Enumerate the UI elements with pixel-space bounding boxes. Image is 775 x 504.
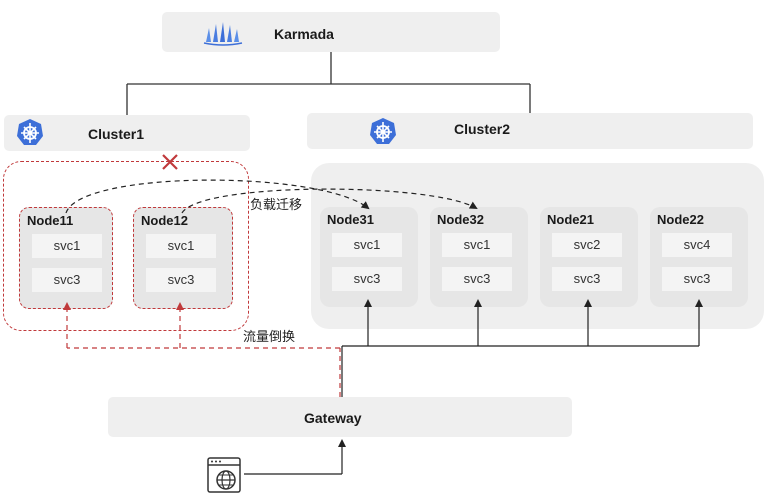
node-name: Node12 bbox=[141, 213, 188, 228]
svc-item: svc3 bbox=[332, 267, 402, 291]
migration-label: 负载迁移 bbox=[250, 197, 303, 212]
svc-item: svc4 bbox=[662, 233, 732, 257]
node-name: Node32 bbox=[437, 212, 484, 227]
node-22: Node22 svc4 svc3 bbox=[650, 207, 748, 307]
cluster2-bar: Cluster2 bbox=[307, 113, 753, 149]
node-32: Node32 svc1 svc3 bbox=[430, 207, 528, 307]
failover-label: 流量倒换 bbox=[243, 329, 296, 344]
svc-item: svc3 bbox=[662, 267, 732, 291]
svc-item: svc3 bbox=[552, 267, 622, 291]
svc-item: svc1 bbox=[146, 234, 216, 258]
gateway-bar: Gateway bbox=[108, 397, 572, 437]
node-name: Node31 bbox=[327, 212, 374, 227]
cluster1-failed-region bbox=[3, 161, 249, 331]
kubernetes-helm-icon bbox=[370, 118, 396, 144]
svc-item: svc3 bbox=[442, 267, 512, 291]
karmada-label: Karmada bbox=[274, 26, 334, 42]
node-31: Node31 svc1 svc3 bbox=[320, 207, 418, 307]
cluster2-label: Cluster2 bbox=[454, 121, 511, 137]
svc-item: svc3 bbox=[146, 268, 216, 292]
svc-item: svc1 bbox=[442, 233, 512, 257]
kubernetes-helm-icon bbox=[17, 119, 43, 145]
browser-globe-icon bbox=[207, 457, 241, 493]
node-12: Node12 svc1 svc3 bbox=[133, 207, 233, 309]
gateway-label: Gateway bbox=[304, 410, 362, 426]
cluster1-bar: Cluster1 bbox=[4, 115, 250, 151]
node-name: Node21 bbox=[547, 212, 594, 227]
svc-item: svc2 bbox=[552, 233, 622, 257]
karmada-bar: Karmada bbox=[162, 12, 500, 52]
node-name: Node22 bbox=[657, 212, 704, 227]
node-21: Node21 svc2 svc3 bbox=[540, 207, 638, 307]
svc-item: svc1 bbox=[332, 233, 402, 257]
svc-item: svc3 bbox=[32, 268, 102, 292]
node-11: Node11 svc1 svc3 bbox=[19, 207, 113, 309]
client-arrow bbox=[244, 439, 346, 475]
svc-item: svc1 bbox=[32, 234, 102, 258]
cluster1-label: Cluster1 bbox=[88, 126, 145, 142]
node-name: Node11 bbox=[27, 213, 74, 228]
karmada-sails-icon bbox=[203, 22, 243, 46]
karmada-tree-lines bbox=[126, 52, 531, 115]
